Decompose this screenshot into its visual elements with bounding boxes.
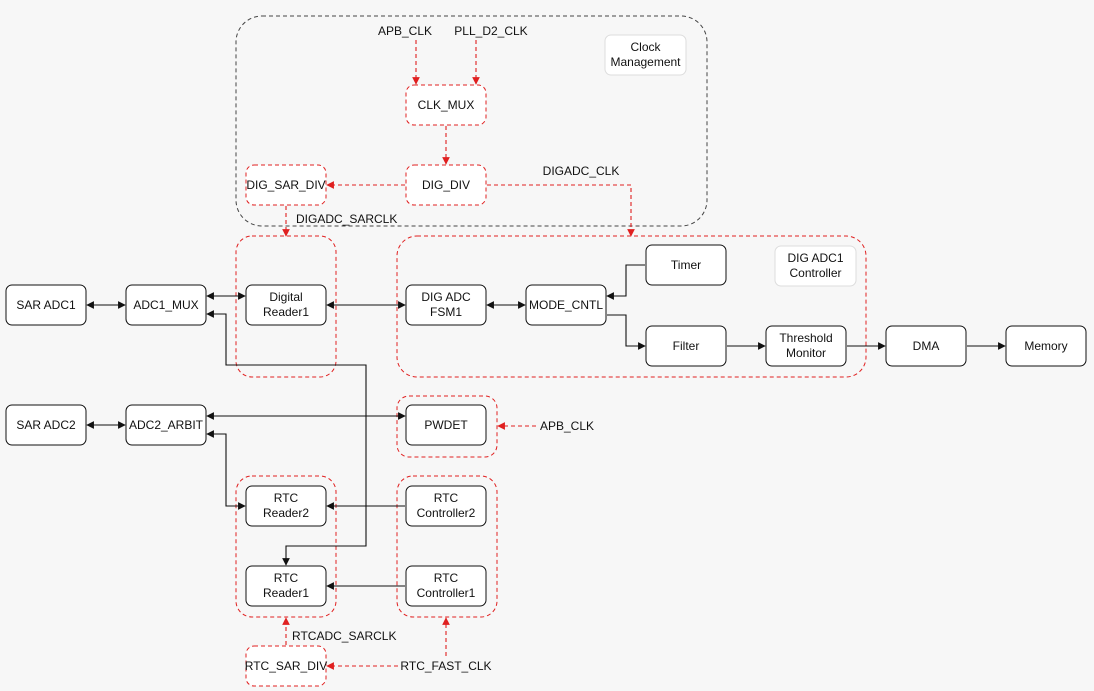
digadc-clk-label: DIGADC_CLK	[543, 164, 620, 178]
adc1-mux-label: ADC1_MUX	[133, 298, 198, 312]
sar-adc2-block: SAR ADC2	[5, 404, 87, 446]
mode-cntl-block: MODE_CNTL	[525, 284, 607, 326]
dig-sar-div-block: DIG_SAR_DIV	[245, 164, 327, 206]
pll-d2-clk-label: PLL_D2_CLK	[454, 24, 527, 38]
dig-div-label: DIG_DIV	[422, 178, 470, 192]
mode-cntl-label: MODE_CNTL	[529, 298, 603, 312]
pwdet-block: PWDET	[405, 404, 487, 446]
rtc-sar-div-label: RTC_SAR_DIV	[245, 659, 327, 673]
clock-connections	[282, 40, 635, 670]
mode-cntl-to-filter-arrow	[607, 314, 646, 350]
adc2-arbit-rtc-reader2-link	[206, 430, 246, 510]
clk-mux-label: CLK_MUX	[418, 98, 475, 112]
adc2-arbit-block: ADC2_ARBIT	[125, 404, 207, 446]
timer-block: Timer	[645, 244, 727, 286]
filter-block: Filter	[645, 325, 727, 367]
rtc-fast-clk-label: RTC_FAST_CLK	[400, 659, 491, 673]
data-connections	[86, 264, 1006, 590]
rtc-controller-group	[396, 475, 498, 618]
adc1-mux-rtc-reader1-link	[206, 310, 367, 566]
timer-label: Timer	[671, 258, 701, 272]
adc2-arbit-label: ADC2_ARBIT	[129, 418, 204, 432]
sar-adc1-block: SAR ADC1	[5, 284, 87, 326]
filter-label: Filter	[673, 339, 700, 353]
dig-sar-div-label: DIG_SAR_DIV	[246, 178, 325, 192]
dma-block: DMA	[885, 325, 967, 367]
pwdet-group	[396, 395, 498, 458]
timer-to-mode-cntl-arrow	[606, 264, 645, 300]
clk-mux-block: CLK_MUX	[405, 84, 487, 126]
memory-label: Memory	[1024, 339, 1067, 353]
apb-clk-pwdet-label: APB_CLK	[540, 419, 594, 433]
rtcadc-sarclk-label: RTCADC_SARCLK	[292, 629, 396, 643]
apb-clk-top-label: APB_CLK	[378, 24, 432, 38]
memory-block: Memory	[1005, 325, 1087, 367]
sar-adc2-label: SAR ADC2	[16, 418, 76, 432]
dig-adc1-controller-group	[396, 235, 867, 378]
dma-label: DMA	[913, 339, 940, 353]
adc1-mux-block: ADC1_MUX	[125, 284, 207, 326]
rtc-sar-div-block: RTC_SAR_DIV	[245, 645, 327, 687]
dig-div-block: DIG_DIV	[405, 164, 487, 206]
digadc-sarclk-label: DIGADC_SARCLK	[296, 212, 397, 226]
sar-adc1-label: SAR ADC1	[16, 298, 76, 312]
pwdet-label: PWDET	[424, 418, 468, 432]
dig-div-to-controller-arrow	[487, 184, 635, 237]
